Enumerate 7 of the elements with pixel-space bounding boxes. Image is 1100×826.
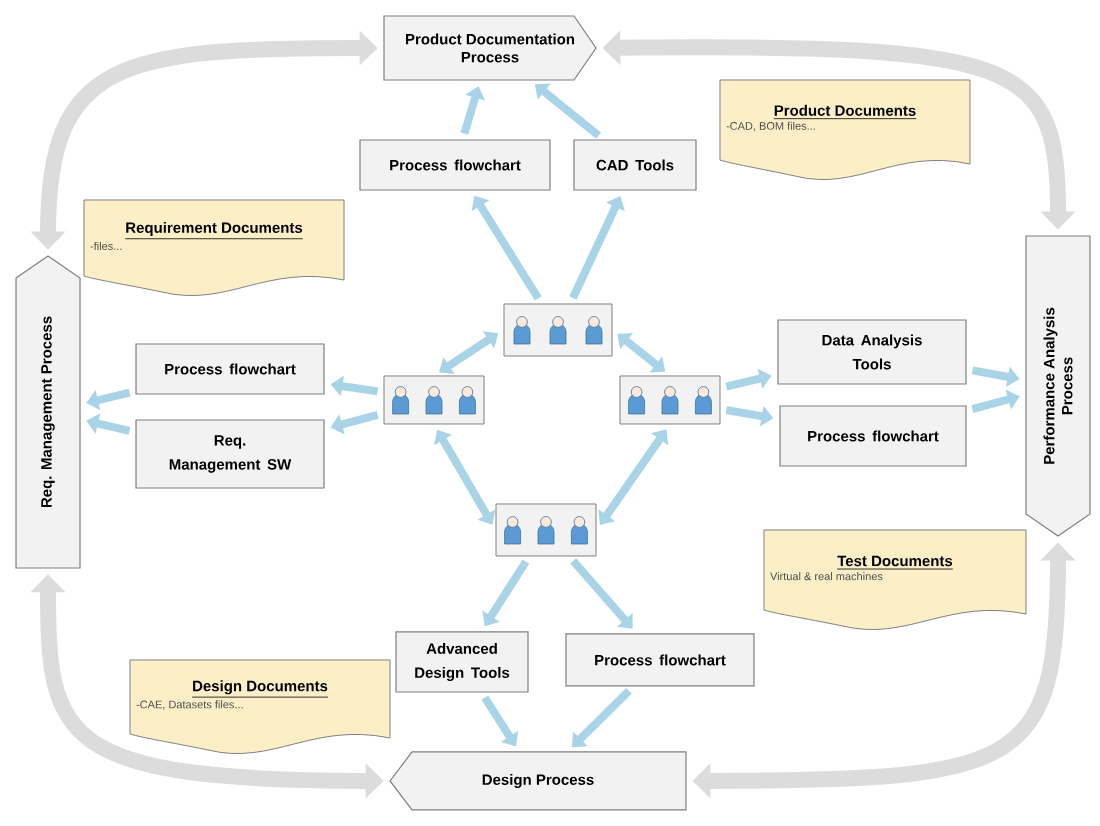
arrow (481, 695, 519, 747)
arrow (570, 558, 633, 629)
arrow (971, 389, 1020, 413)
people-box (383, 375, 485, 425)
people-box (495, 503, 597, 557)
people-box (619, 375, 721, 425)
people-box (503, 303, 613, 357)
